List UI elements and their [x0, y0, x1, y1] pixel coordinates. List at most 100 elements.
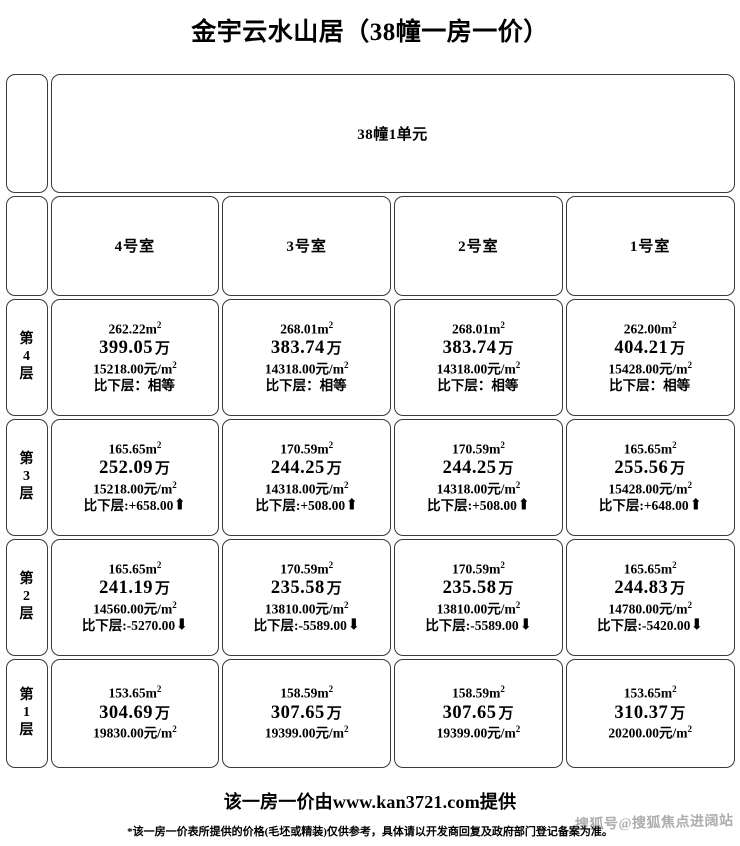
compare-text: 比下层:-5589.00: [253, 618, 347, 634]
room-label: 4号室: [114, 239, 156, 255]
total-unit: 万: [326, 341, 343, 358]
trend-arrow-icon: ⬇: [347, 617, 361, 634]
area-value: 153.65m2: [623, 683, 677, 701]
area-superscript: 2: [328, 559, 334, 570]
unit-price: 14780.00元/m2: [608, 600, 692, 617]
total-unit: 万: [155, 461, 171, 478]
room-header-row: 4号室 3号室 2号室 1号室: [4, 194, 736, 297]
unit-price: 14318.00元/m2: [436, 360, 521, 377]
unit-header-cell: 38幢1单元: [50, 73, 735, 193]
unit-price: 19399.00元/m2: [436, 724, 521, 741]
unit-price: 20200.00元/m2: [608, 724, 692, 741]
price-superscript: 2: [515, 600, 521, 611]
area-superscript: 2: [328, 439, 334, 450]
unit-header-row: 38幢1单元: [4, 72, 736, 194]
compare-text: 比下层：相等: [265, 378, 347, 394]
area-value: 165.65m2: [623, 439, 677, 457]
price-superscript: 2: [343, 600, 349, 611]
footer-disclaimer: *该一房一价表所提供的价格(毛坯或精装)仅供参考，具体请以开发商回复及政府部门登…: [127, 826, 613, 838]
room-header-1: 1号室: [565, 195, 735, 296]
area-superscript: 2: [156, 683, 162, 694]
area-value: 170.59m2: [451, 559, 505, 577]
compare-text: 比下层：相等: [437, 378, 519, 394]
price-superscript: 2: [172, 600, 177, 611]
compare-row: 比下层：相等: [94, 378, 176, 394]
unit-price: 14318.00元/m2: [264, 360, 349, 377]
area-superscript: 2: [500, 683, 505, 694]
area-value: 170.59m2: [451, 439, 505, 457]
compare-row: 比下层：相等: [437, 378, 519, 394]
compare-text: 比下层：相等: [609, 378, 691, 394]
floor-label-cell-4: 第4层: [5, 298, 48, 416]
area-value: 170.59m2: [280, 439, 334, 457]
price-superscript: 2: [515, 724, 521, 735]
unit-price: 15218.00元/m2: [93, 360, 177, 377]
total-unit: 万: [498, 581, 515, 598]
price-superscript: 2: [687, 724, 692, 735]
total-unit: 万: [498, 341, 515, 358]
compare-row: 比下层：相等: [266, 378, 348, 394]
compare-row: 比下层:+658.00⬆: [84, 498, 187, 514]
area-value: 262.22m2: [108, 319, 162, 337]
total-unit: 万: [670, 461, 686, 478]
page-title: 金宇云水山居（38幢一房一价）: [191, 19, 549, 46]
area-value: 262.00m2: [623, 319, 677, 337]
unit-price: 14318.00元/m2: [264, 480, 349, 497]
compare-row: 比下层:-5270.00⬇: [81, 617, 189, 634]
compare-row: 比下层:+508.00⬆: [255, 498, 358, 514]
price-superscript: 2: [343, 724, 349, 735]
total-unit: 万: [670, 705, 686, 722]
area-superscript: 2: [156, 559, 162, 570]
area-superscript: 2: [672, 319, 677, 330]
floor-label-cell-3: 第3层: [5, 418, 48, 536]
area-value: 170.59m2: [280, 559, 334, 577]
area-value: 158.59m2: [280, 683, 334, 701]
unit-price: 15218.00元/m2: [93, 480, 177, 497]
compare-text: 比下层:-5420.00: [597, 618, 691, 634]
area-value: 268.01m2: [451, 319, 505, 337]
price-superscript: 2: [343, 360, 349, 371]
corner-cell-unit: [5, 73, 48, 193]
total-unit: 万: [155, 581, 171, 598]
area-value: 165.65m2: [108, 559, 162, 577]
price-table: 38幢1单元 4号室 3号室 2号室 1号室 第4层: [4, 72, 736, 769]
unit-price: 13810.00元/m2: [436, 600, 521, 617]
trend-arrow-icon: ⬇: [690, 617, 705, 634]
floor-label-cell-1: 第1层: [5, 658, 48, 768]
total-unit: 万: [670, 341, 686, 358]
total-unit: 万: [498, 461, 515, 478]
price-superscript: 2: [687, 600, 692, 611]
area-value: 268.01m2: [280, 319, 334, 337]
price-superscript: 2: [343, 480, 349, 491]
trend-arrow-icon: ⬇: [175, 617, 189, 634]
floor-label: 第3层: [19, 451, 34, 502]
compare-row: 比下层:-5589.00⬇: [425, 618, 532, 634]
unit-price: 19830.00元/m2: [93, 724, 177, 741]
compare-text: 比下层:-5270.00: [81, 618, 176, 634]
floor-label: 第2层: [19, 571, 34, 622]
unit-price: 14560.00元/m2: [93, 600, 177, 617]
unit-price: 19399.00元/m2: [264, 724, 349, 741]
